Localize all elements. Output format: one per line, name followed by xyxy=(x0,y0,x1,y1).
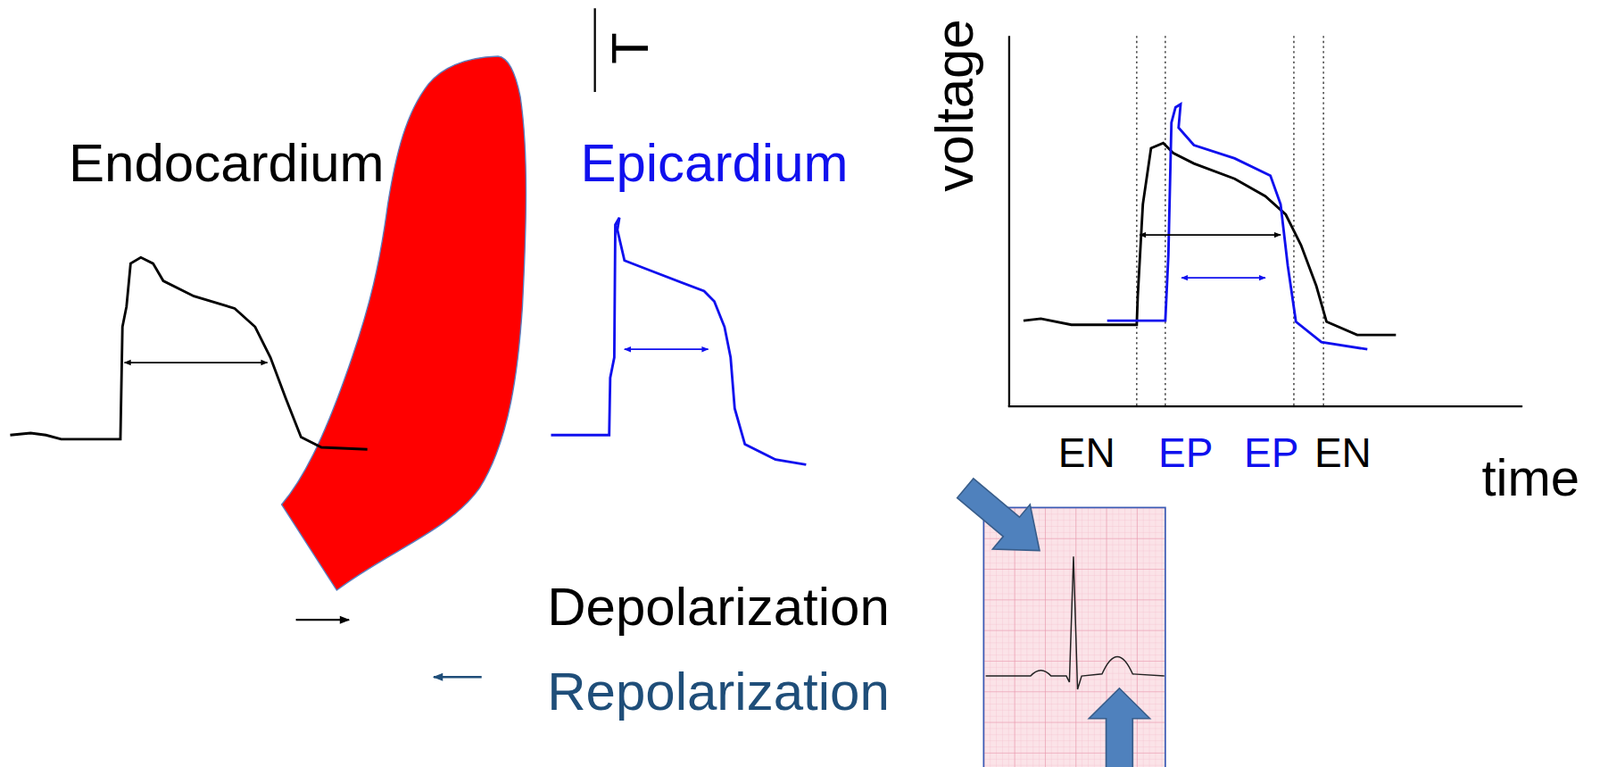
axis-title: time xyxy=(1481,451,1580,504)
depolarization-arrow xyxy=(296,618,349,621)
endocardium-trace xyxy=(1023,142,1396,335)
timing-label: EN xyxy=(1058,431,1116,473)
axis-title: voltage xyxy=(928,18,982,191)
timing-guides xyxy=(1136,35,1324,407)
timing-guide xyxy=(1322,35,1324,407)
qrs-pointer-arrow xyxy=(946,465,1059,573)
scale-bar xyxy=(594,8,597,92)
y-axis xyxy=(1008,35,1011,407)
timing-guide xyxy=(1135,35,1137,407)
wave-label: T xyxy=(604,32,656,64)
legend-text: Repolarization xyxy=(547,664,890,719)
duration-arrow xyxy=(1139,233,1281,236)
duration-arrow xyxy=(124,361,268,364)
timing-label: EP xyxy=(1158,431,1213,473)
region-label: Epicardium xyxy=(580,136,848,191)
endocardium-action-potential xyxy=(9,256,367,449)
region-label: Endocardium xyxy=(68,136,385,191)
t-wave-pointer-arrow xyxy=(1088,688,1151,767)
repolarization-arrow xyxy=(433,675,482,678)
timing-guide xyxy=(1164,35,1166,407)
duration-arrow xyxy=(1181,276,1266,279)
timing-label: EP xyxy=(1243,431,1299,473)
x-axis xyxy=(1008,405,1523,407)
epicardium-trace xyxy=(1107,104,1368,349)
duration-arrow xyxy=(624,348,709,350)
timing-label: EN xyxy=(1314,431,1372,473)
legend-text: Depolarization xyxy=(547,580,890,634)
ecg-trace xyxy=(986,555,1165,689)
timing-guide xyxy=(1293,35,1294,407)
epicardium-action-potential xyxy=(550,217,806,465)
